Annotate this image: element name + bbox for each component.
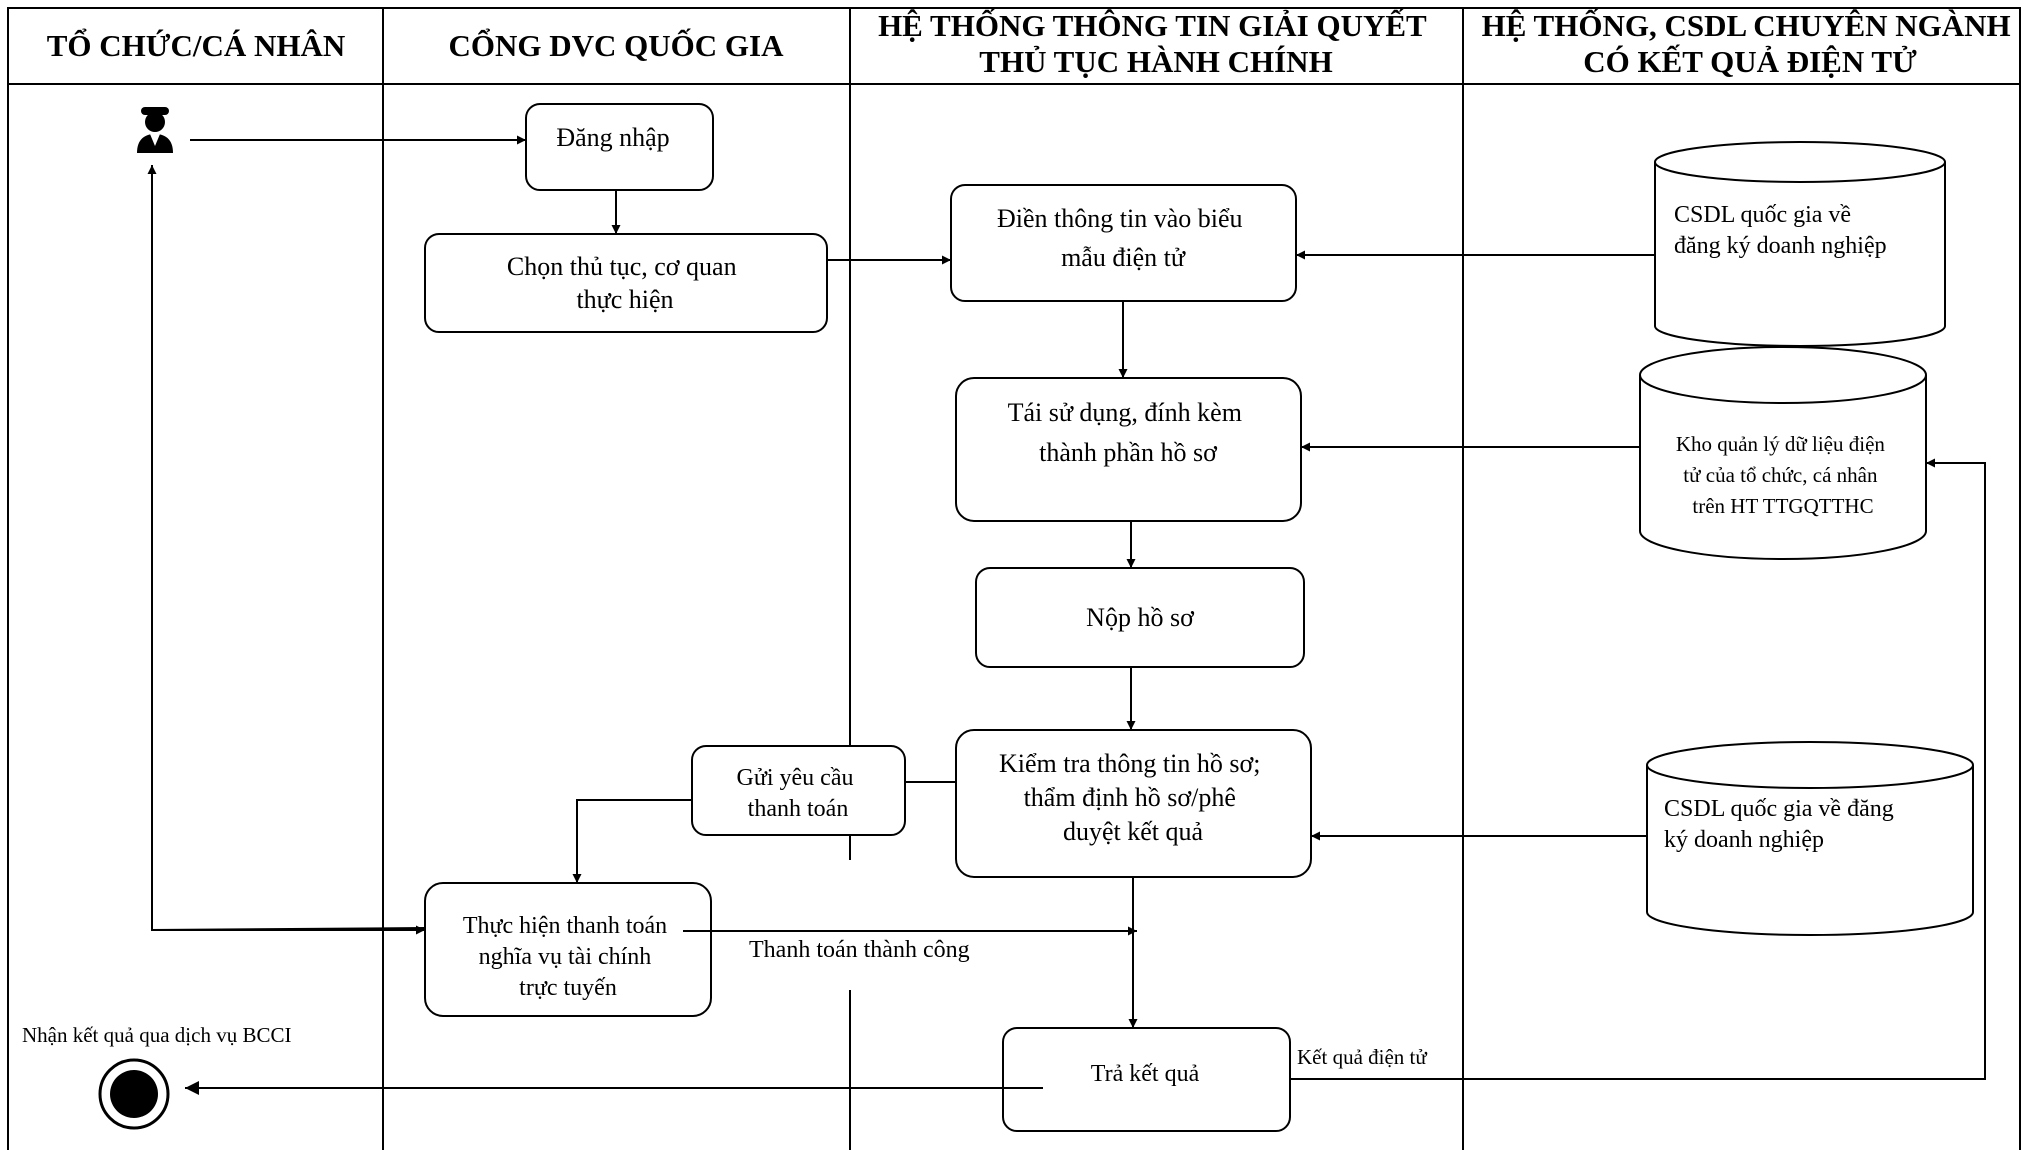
payment-request-box [691, 745, 906, 836]
receive-bcci-label: Nhận kết quả qua dịch vụ BCCI [22, 1023, 291, 1047]
lane-header-national-portal: CỔNG DVC QUỐC GIA [449, 27, 785, 63]
choose-procedure-box [424, 233, 828, 333]
db-storage-label: Kho quản lý dữ liệu điện tử của tổ chức,… [1676, 432, 1890, 518]
choose-procedure-label: Chọn thủ tục, cơ quan thực hiện [507, 252, 743, 314]
review-label: Kiểm tra thông tin hồ sơ; thẩm định hồ s… [999, 749, 1267, 846]
swimlane-frame [7, 7, 2021, 1150]
database-icon [1654, 141, 1946, 347]
arrow-result-to-storage [1290, 458, 1986, 1080]
submit-box [975, 567, 1305, 668]
database-icon [1646, 741, 1974, 936]
payment-label: Thực hiện thanh toán nghĩa vụ tài chính … [463, 913, 673, 1001]
login-label: Đăng nhập [556, 123, 669, 152]
lane-header-organization: TỔ CHỨC/CÁ NHÂN [47, 27, 346, 63]
reuse-attach-label: Tái sử dụng, đính kèm thành phần hồ sơ [1008, 398, 1249, 467]
payment-request-label: Gửi yêu cầu thanh toán [737, 765, 860, 822]
login-box [525, 103, 714, 191]
db-business-1-label: CSDL quốc gia về đăng ký doanh nghiệp [1674, 202, 1887, 259]
lane-header-admin-system: HỆ THỐNG THÔNG TIN GIẢI QUYẾT THỦ TỤC HÀ… [878, 7, 1434, 79]
db-business-2-label: CSDL quốc gia về đăng ký doanh nghiệp [1664, 796, 1900, 853]
lane-header-specialized-db: HỆ THỐNG, CSDL CHUYÊN NGÀNH CÓ KẾT QUẢ Đ… [1482, 7, 2019, 79]
return-result-label: Trả kết quả [1091, 1061, 1200, 1087]
payment-success-label: Thanh toán thành công [749, 937, 970, 963]
payment-box [424, 882, 712, 1017]
electronic-result-label: Kết quả điện tử [1297, 1045, 1427, 1069]
end-node-icon [98, 1058, 170, 1130]
fill-form-label: Điền thông tin vào biểu mẫu điện tử [997, 204, 1249, 272]
person-icon [137, 107, 173, 153]
arrow-payment-to-actor [147, 165, 426, 932]
arrow-request-to-payment [572, 799, 692, 883]
submit-label: Nộp hồ sơ [1086, 603, 1195, 632]
database-icon [1639, 346, 1927, 560]
